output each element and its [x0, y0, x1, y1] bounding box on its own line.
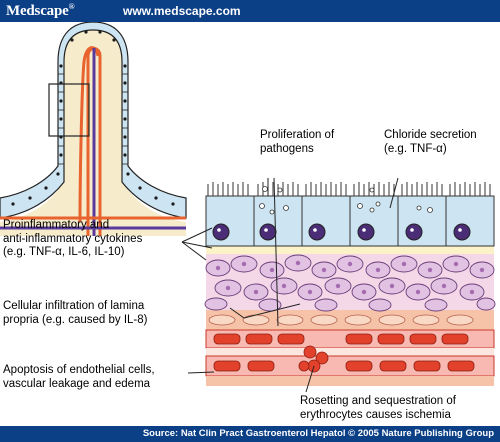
- infiltrating-nuclei: [215, 260, 485, 295]
- villus-epithelium: [0, 22, 187, 219]
- label-infiltration: Cellular infiltration of lamina propria …: [3, 300, 148, 326]
- villus-artery-loop: [78, 46, 100, 223]
- header-bar: Medscape® www.medscape.com: [0, 0, 500, 22]
- intestinal-villus-diagram: [0, 22, 496, 393]
- villus-nuclei: [11, 30, 175, 206]
- erythrocytes: [213, 333, 475, 373]
- magnified-section: [204, 182, 496, 386]
- footer-bar: Source: Nat Clin Pract Gastroenterol Hep…: [0, 426, 500, 442]
- epithelial-cells: [205, 182, 495, 247]
- secretion-vesicles: [259, 201, 433, 215]
- epithelial-nuclei: [212, 223, 471, 241]
- label-rosetting: Rosetting and sequestration of erythrocy…: [300, 395, 456, 421]
- label-proliferation: Proliferation of pathogens: [260, 129, 335, 155]
- label-apoptosis: Apoptosis of endothelial cells, vascular…: [3, 364, 155, 390]
- vessel-band-lower: [206, 376, 494, 386]
- label-chloride: Chloride secretion (e.g. TNF-α): [384, 129, 477, 155]
- villus-overview: [0, 22, 187, 236]
- label-cytokines: Proinflammatory and anti-inflammatory cy…: [3, 219, 143, 258]
- site-url: www.medscape.com: [123, 4, 241, 18]
- microvilli: [207, 182, 491, 196]
- source-credit: Source: Nat Clin Pract Gastroenterol Hep…: [142, 428, 494, 439]
- zoom-box: [48, 83, 90, 137]
- leader-lines: [181, 177, 399, 393]
- interstitium: [206, 348, 494, 356]
- villus-cell-borders: [58, 73, 128, 165]
- pathogens: [262, 186, 375, 193]
- medscape-logo: Medscape®: [6, 2, 75, 19]
- basement-zone: [206, 246, 494, 254]
- endothelial-cells: [208, 314, 474, 326]
